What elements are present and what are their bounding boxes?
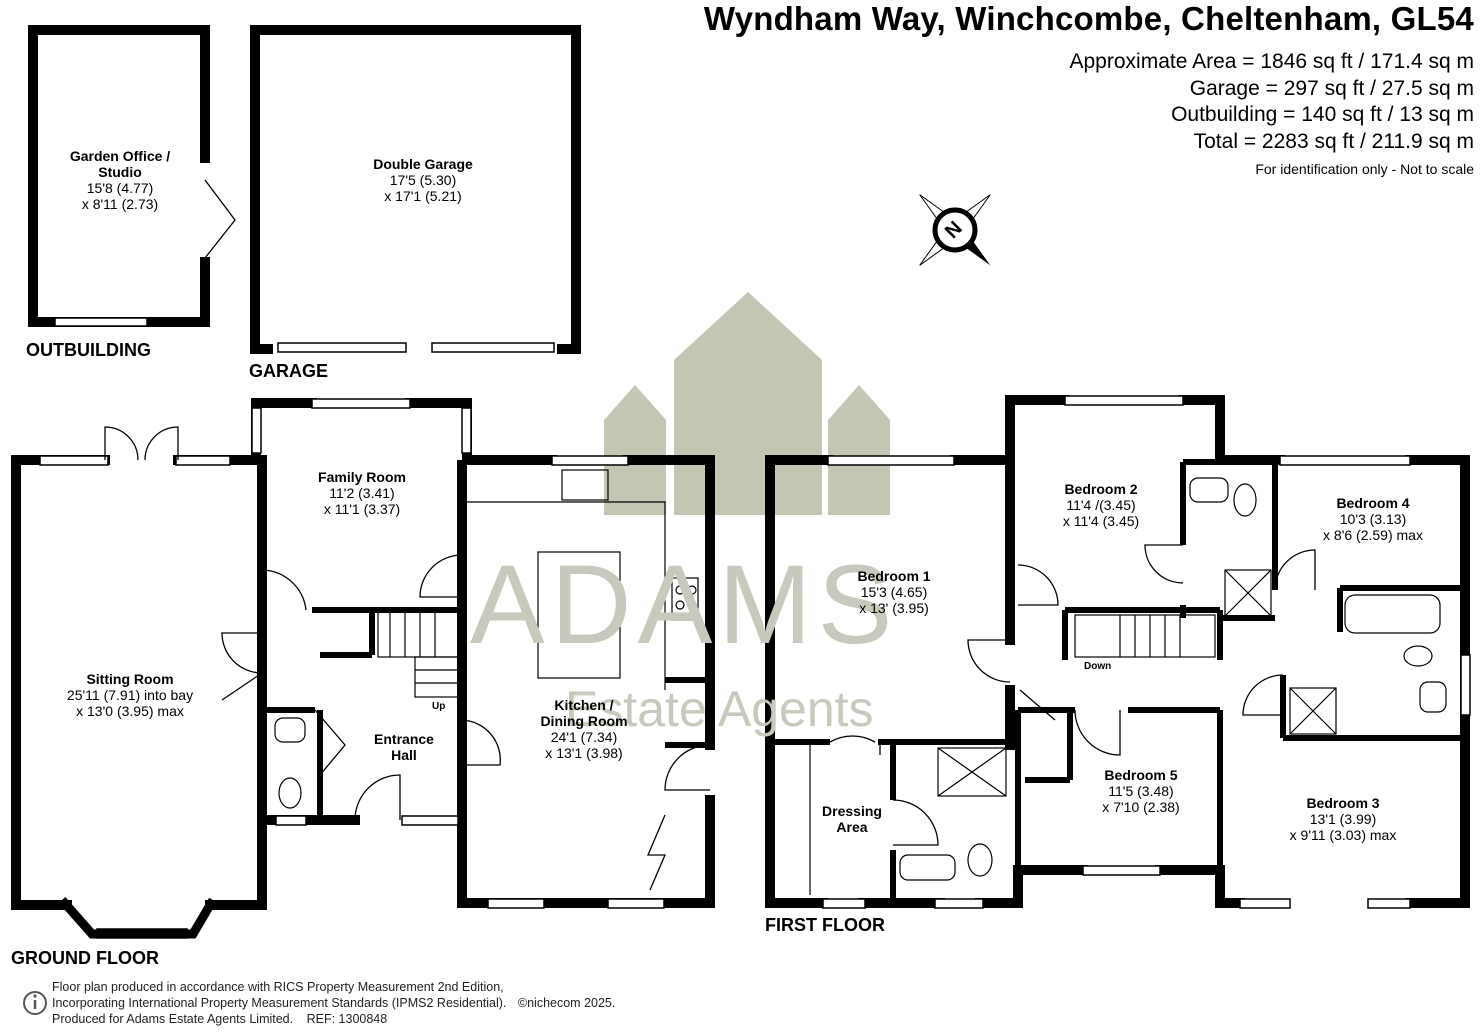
compass-rose [919, 194, 991, 266]
room-dimension: x 11'4 (3.45) [1062, 513, 1140, 529]
room-bedroom-5: Bedroom 5 11'5 (3.48) x 7'10 (2.38) [1102, 767, 1179, 815]
room-dimension: x 7'10 (2.38) [1102, 799, 1180, 815]
watermark-logo [604, 292, 890, 515]
room-name: Double Garage [373, 156, 473, 172]
room-dimension: 11'5 (3.48) [1108, 783, 1174, 799]
outbuilding-walls [28, 25, 210, 327]
footer-line-3: Produced for Adams Estate Agents Limited… [52, 1011, 615, 1027]
room-name: Area [836, 819, 868, 835]
floor-label-ground: GROUND FLOOR [11, 948, 159, 968]
room-sitting-room: Sitting Room 25'11 (7.91) into bay x 13'… [67, 671, 193, 719]
room-kitchen-dining: Kitchen / Dining Room 24'1 (7.34) x 13'1… [540, 697, 627, 761]
room-garden-office: Garden Office / Studio 15'8 (4.77) x 8'1… [70, 148, 170, 212]
room-dimension: 11'4 /(3.45) [1066, 497, 1136, 513]
room-dimension: 25'11 (7.91) into bay [66, 687, 194, 703]
stairs-down-label: Down [1084, 661, 1112, 672]
room-name: Bedroom 2 [1064, 481, 1138, 497]
footer-line-3-text: Produced for Adams Estate Agents Limited… [52, 1012, 294, 1026]
room-dimension: x 13'0 (3.95) max [76, 703, 184, 719]
room-name: Bedroom 1 [857, 568, 931, 584]
footer-copyright: ©nichecom 2025. [517, 996, 616, 1010]
footer-notes: Floor plan produced in accordance with R… [52, 979, 615, 1027]
room-double-garage: Double Garage 17'5 (5.30) x 17'1 (5.21) [373, 156, 473, 204]
room-name: Studio [98, 164, 142, 180]
room-name: Kitchen / [554, 697, 614, 713]
room-bedroom-3: Bedroom 3 13'1 (3.99) x 9'11 (3.03) max [1290, 795, 1397, 843]
floor-label-first: FIRST FLOOR [765, 915, 885, 935]
footer-line-1: Floor plan produced in accordance with R… [52, 980, 504, 994]
room-dimension: 10'3 (3.13) [1339, 511, 1407, 527]
footer-line-2: Incorporating International Property Mea… [52, 995, 615, 1011]
room-name: Entrance [374, 731, 434, 747]
watermark-sub: Estate Agents [565, 681, 874, 737]
floor-label-outbuilding: OUTBUILDING [26, 340, 151, 360]
room-entrance-hall: Entrance Hall [374, 731, 434, 763]
room-dimension: x 17'1 (5.21) [384, 188, 462, 204]
room-name: Family Room [318, 469, 406, 485]
scale-note: For identification only - Not to scale [1255, 161, 1474, 177]
area-line-3: Outbuilding = 140 sq ft / 13 sq m [1171, 103, 1474, 126]
room-dimension: 13'1 (3.99) [1309, 811, 1377, 827]
room-name: Hall [391, 747, 417, 763]
room-name: Dining Room [540, 713, 628, 729]
room-dimension: 11'2 (3.41) [329, 485, 395, 501]
room-name: Dressing [822, 803, 882, 819]
floor-label-garage: GARAGE [249, 361, 329, 381]
room-dimension: x 13'1 (3.98) [545, 745, 623, 761]
footer-ref: REF: 1300848 [306, 1012, 388, 1026]
area-line-4: Total = 2283 sq ft / 211.9 sq m [1193, 130, 1474, 153]
area-line-1: Approximate Area = 1846 sq ft / 171.4 sq… [1069, 50, 1475, 73]
room-dimension: x 8'11 (2.73) [81, 196, 159, 212]
info-icon [23, 991, 47, 1015]
room-name: Sitting Room [86, 671, 174, 687]
page-title: Wyndham Way, Winchcombe, Cheltenham, GL5… [703, 0, 1474, 37]
room-dimension: x 11'1 (3.37) [323, 501, 401, 517]
area-line-2: Garage = 297 sq ft / 27.5 sq m [1189, 77, 1474, 100]
room-dimension: 15'3 (4.65) [860, 584, 928, 600]
room-dimension: x 13' (3.95) [859, 600, 929, 616]
watermark-brand: ADAMS [470, 542, 899, 667]
footer-line-2-text: Incorporating International Property Mea… [52, 996, 507, 1010]
stairs-up-label: Up [432, 701, 446, 712]
room-dimension: x 8'6 (2.59) max [1323, 527, 1423, 543]
room-bedroom-1: Bedroom 1 15'3 (4.65) x 13' (3.95) [857, 568, 930, 616]
first-floor-walls [765, 395, 1470, 908]
room-dimension: 15'8 (4.77) [86, 180, 154, 196]
room-name: Bedroom 5 [1104, 767, 1178, 783]
room-name: Bedroom 4 [1336, 495, 1410, 511]
room-dimension: 24'1 (7.34) [550, 729, 618, 745]
room-bedroom-4: Bedroom 4 10'3 (3.13) x 8'6 (2.59) max [1323, 495, 1423, 543]
room-dimension: 17'5 (5.30) [389, 172, 457, 188]
room-name: Bedroom 3 [1306, 795, 1380, 811]
room-name: Garden Office / [69, 148, 171, 164]
room-dimension: x 9'11 (3.03) max [1289, 827, 1397, 843]
garage-walls [250, 25, 581, 354]
room-bedroom-2: Bedroom 2 11'4 /(3.45) x 11'4 (3.45) [1063, 481, 1139, 529]
room-dressing-area: Dressing Area [822, 803, 882, 835]
room-family-room: Family Room 11'2 (3.41) x 11'1 (3.37) [318, 469, 406, 517]
